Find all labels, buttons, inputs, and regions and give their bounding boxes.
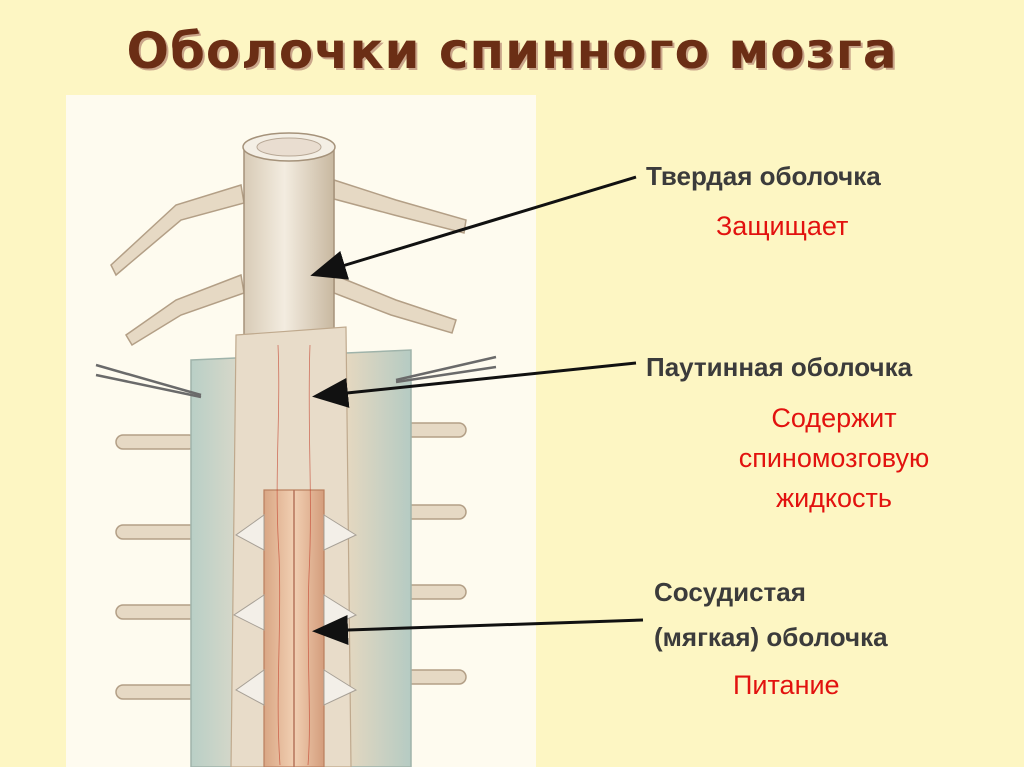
slide-title: Оболочки спинного мозга — [0, 22, 1024, 80]
function-pia: Питание — [733, 667, 840, 704]
function-dura: Защищает — [716, 208, 848, 245]
function-arachnoid-line-2: спиномозговую — [700, 440, 968, 477]
label-dura: Твердая оболочка — [646, 161, 881, 192]
function-arachnoid-line-3: жидкость — [744, 480, 924, 517]
spinal-cord-illustration — [66, 95, 536, 767]
label-pia-line-1: Сосудистая — [654, 577, 806, 608]
label-arachnoid: Паутинная оболочка — [646, 352, 912, 383]
function-arachnoid-line-1: Содержит — [744, 400, 924, 437]
label-pia-line-2: (мягкая) оболочка — [654, 622, 888, 653]
